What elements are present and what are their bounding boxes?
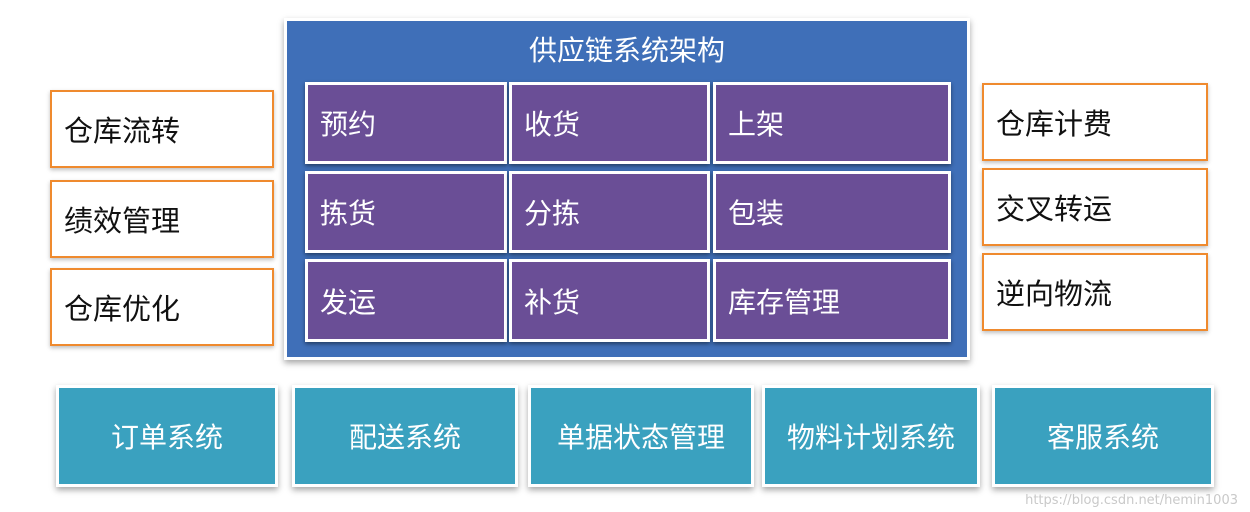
module-label: 包装 [728,197,785,230]
module-sorting: 分拣 [509,171,710,253]
module-label: 预约 [320,108,377,141]
left-box-optimization: 仓库优化 [50,268,274,346]
module-label: 库存管理 [728,285,841,319]
left-box-label: 仓库优化 [64,292,181,326]
system-delivery: 配送系统 [292,385,518,487]
architecture-title: 供应链系统架构 [528,34,725,67]
system-label: 配送系统 [348,421,461,454]
left-box-performance: 绩效管理 [50,180,274,258]
module-label: 拣货 [320,197,377,230]
system-label: 客服系统 [1046,421,1159,454]
system-label: 订单系统 [110,421,223,454]
watermark-text: https://blog.csdn.net/hemin1003 [1025,493,1238,508]
module-packing: 包装 [713,171,951,253]
right-box-label: 逆向物流 [996,277,1113,311]
module-appointment: 预约 [305,82,507,164]
right-box-reverse-logistics: 逆向物流 [982,253,1208,331]
module-replenishment: 补货 [509,259,710,342]
module-inventory: 库存管理 [713,259,951,342]
system-customer-service: 客服系统 [992,385,1214,487]
module-shipping: 发运 [305,259,507,342]
module-label: 补货 [524,285,581,319]
right-box-billing: 仓库计费 [982,83,1208,161]
left-box-label: 绩效管理 [64,204,181,238]
system-material-planning: 物料计划系统 [762,385,980,487]
right-box-cross-dock: 交叉转运 [982,168,1208,246]
module-putaway: 上架 [713,82,951,164]
module-label: 上架 [728,108,785,141]
module-label: 收货 [524,108,581,141]
system-label: 物料计划系统 [786,421,955,454]
left-box-label: 仓库流转 [64,114,181,148]
module-label: 发运 [320,285,377,319]
architecture-panel: 供应链系统架构 预约 收货 上架 拣货 分拣 包装 发运 补货 库存管理 [284,18,970,360]
module-receiving: 收货 [509,82,710,164]
system-label: 单据状态管理 [556,421,725,454]
system-document-status: 单据状态管理 [528,385,754,487]
system-order: 订单系统 [56,385,278,487]
module-picking: 拣货 [305,171,507,253]
left-box-warehouse-flow: 仓库流转 [50,90,274,168]
right-box-label: 仓库计费 [996,107,1113,141]
module-label: 分拣 [524,197,581,230]
right-box-label: 交叉转运 [996,192,1113,226]
